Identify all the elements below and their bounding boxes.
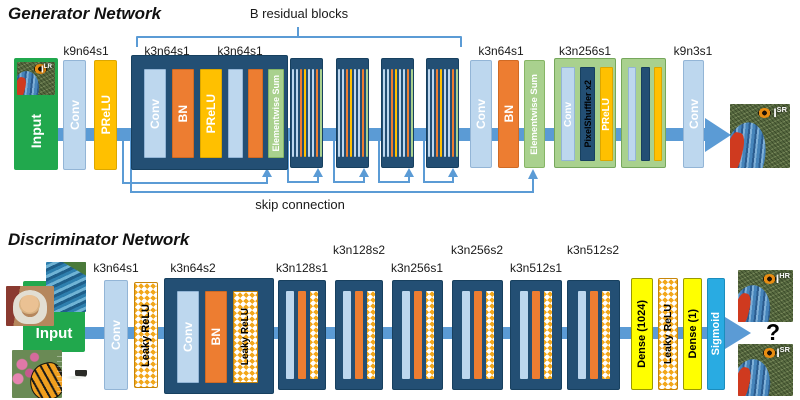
disc-block-small-5 bbox=[510, 280, 562, 390]
kernel-label-d-b6: k3n512s1 bbox=[509, 261, 563, 275]
ps-conv-stripe: Conv bbox=[561, 67, 575, 161]
kernel-label-g-conv1: k9n64s1 bbox=[63, 44, 109, 58]
image-detail bbox=[763, 347, 777, 358]
hr-image-label: IHR bbox=[775, 271, 790, 286]
image-detail bbox=[763, 273, 777, 284]
disc-block-expanded: Conv BN Leaky ReLU bbox=[164, 278, 274, 394]
mini-layer-stripes bbox=[427, 69, 458, 157]
real-or-fake-question-mark: ? bbox=[765, 319, 781, 345]
ps-prelu-stripe bbox=[654, 67, 662, 161]
res-bn2-stripe bbox=[248, 69, 263, 158]
skip-arrowheads bbox=[262, 168, 538, 179]
mini-layer-stripes bbox=[393, 291, 442, 379]
kernel-label-g-output: k9n3s1 bbox=[673, 44, 713, 58]
dense-1-block: Dense (1) bbox=[683, 278, 702, 390]
sr-comparison-image-label: ISR bbox=[776, 345, 790, 360]
mini-layer-stripes bbox=[511, 291, 561, 379]
mini-layer-stripes bbox=[279, 291, 325, 379]
disc-block-small-6 bbox=[567, 280, 620, 390]
kernel-label-d-b5: k3n256s2 bbox=[450, 243, 504, 257]
ps-conv-stripe bbox=[628, 67, 636, 161]
disc-leakyrelu2-block: Leaky ReLU bbox=[658, 278, 678, 390]
residual-block-small-4 bbox=[426, 58, 459, 168]
kernel-label-d-b4: k3n256s1 bbox=[390, 261, 444, 275]
residual-block-small-2 bbox=[336, 58, 369, 168]
sr-output-image: ISR bbox=[730, 104, 790, 168]
kernel-label-d-b1: k3n64s2 bbox=[170, 261, 216, 275]
image-detail bbox=[34, 64, 48, 75]
kernel-label-d-b3: k3n128s2 bbox=[332, 243, 386, 257]
gen-post-bn-block: BN bbox=[498, 60, 519, 168]
lr-image-label: ILR bbox=[40, 63, 52, 76]
image-detail bbox=[64, 376, 87, 379]
image-detail bbox=[75, 370, 87, 377]
disc-conv1-block: Conv bbox=[104, 280, 128, 390]
disc-leakyrelu1-block: Leaky ReLU bbox=[134, 282, 158, 388]
gen-conv1-block: Conv bbox=[63, 60, 86, 170]
mini-layer-stripes bbox=[453, 291, 502, 379]
mini-layer-stripes bbox=[291, 69, 322, 157]
disc-conv-stripe: Conv bbox=[177, 291, 199, 383]
image-detail bbox=[19, 294, 40, 314]
gen-prelu1-block: PReLU bbox=[94, 60, 117, 170]
mini-layer-stripes bbox=[382, 69, 413, 157]
mini-layer-stripes bbox=[568, 291, 619, 379]
dense-1024-block: Dense (1024) bbox=[631, 278, 653, 390]
sr-image-label: ISR bbox=[773, 105, 787, 120]
disc-block-small-3 bbox=[392, 280, 443, 390]
residual-blocks-label: B residual blocks bbox=[249, 6, 349, 21]
res-bn-stripe: BN bbox=[172, 69, 194, 158]
generator-output-arrow bbox=[705, 118, 731, 152]
disc-block-small-4 bbox=[452, 280, 503, 390]
discriminator-output-arrow bbox=[725, 317, 751, 349]
mini-layer-stripes bbox=[337, 69, 368, 157]
discriminator-input-label-wrap: Input bbox=[23, 320, 85, 346]
ps-prelu-stripe: PReLU bbox=[600, 67, 613, 161]
skip-connection-label: skip connection bbox=[255, 197, 345, 212]
hr-image: IHR bbox=[738, 270, 793, 322]
lr-input-image: ILR bbox=[17, 62, 55, 95]
res-sum-stripe: Elementwise Sum bbox=[268, 69, 284, 158]
res-conv-stripe: Conv bbox=[144, 69, 166, 158]
input-sample-portrait-image bbox=[6, 286, 54, 326]
generator-input-label: Input bbox=[28, 113, 44, 149]
input-sample-boat-image bbox=[57, 352, 101, 392]
disc-block-small-2 bbox=[335, 280, 383, 390]
residual-block-small-3 bbox=[381, 58, 414, 168]
kernel-label-d-conv1: k3n64s1 bbox=[93, 261, 139, 275]
res-conv2-stripe bbox=[228, 69, 243, 158]
residual-block-small-1 bbox=[290, 58, 323, 168]
sigmoid-block: Sigmoid bbox=[707, 278, 725, 390]
kernel-label-g-post: k3n64s1 bbox=[478, 44, 524, 58]
upsample-block-1: Conv PixelShuffler x2 PReLU bbox=[554, 58, 616, 168]
mini-layer-stripes bbox=[336, 291, 382, 379]
gen-post-conv-block: Conv bbox=[470, 60, 492, 168]
disc-block-small-1 bbox=[278, 280, 326, 390]
discriminator-input-label: Input bbox=[35, 324, 73, 342]
input-sample-butterfly-image bbox=[12, 350, 62, 398]
res-prelu-stripe: PReLU bbox=[200, 69, 222, 158]
sr-comparison-image: ISR bbox=[738, 344, 793, 396]
kernel-label-g-upsample: k3n256s1 bbox=[558, 44, 612, 58]
gen-elementwise-sum-block: Elementwise Sum bbox=[524, 60, 545, 168]
discriminator-title: Discriminator Network bbox=[8, 230, 190, 249]
kernel-label-d-b2: k3n128s1 bbox=[275, 261, 329, 275]
disc-leakyrelu-stripe: Leaky ReLU bbox=[233, 291, 258, 383]
pixelshuffler-stripe bbox=[641, 67, 650, 161]
kernel-label-d-b7: k3n512s2 bbox=[566, 243, 620, 257]
image-detail bbox=[757, 108, 771, 119]
generator-title: Generator Network bbox=[8, 4, 162, 23]
generator-input-label-wrap: Input bbox=[14, 96, 58, 166]
upsample-block-2 bbox=[621, 58, 666, 168]
kernel-label-g-res2: k3n64s1 bbox=[217, 44, 263, 58]
gen-final-conv-block: Conv bbox=[683, 60, 704, 168]
residual-block-expanded: Conv BN PReLU Elementwise Sum bbox=[131, 55, 288, 170]
pixelshuffler-stripe: PixelShuffler x2 bbox=[580, 67, 595, 161]
disc-bn-stripe: BN bbox=[205, 291, 227, 383]
kernel-label-g-res1: k3n64s1 bbox=[144, 44, 190, 58]
